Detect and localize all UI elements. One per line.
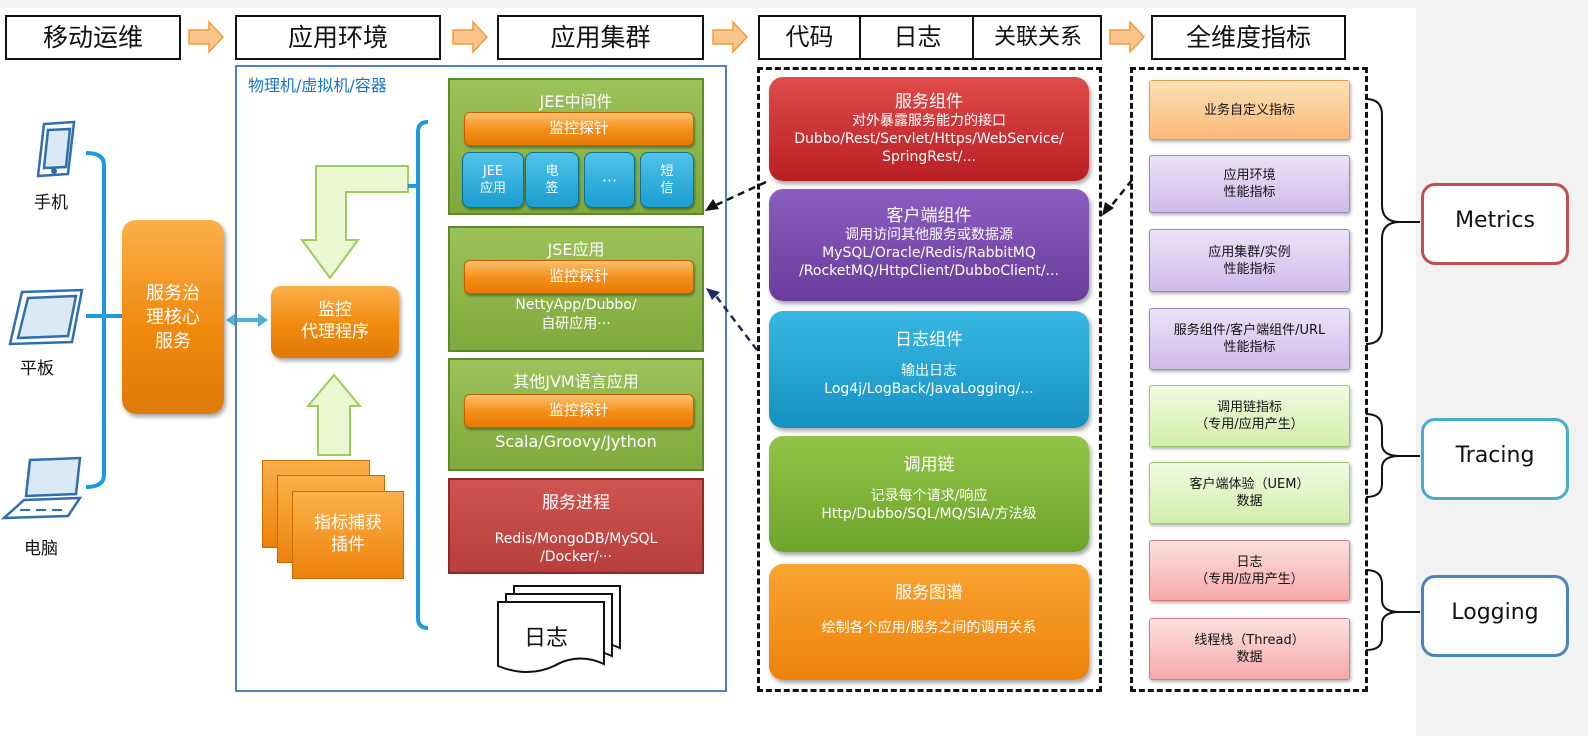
- env-title: 物理机/虚拟机/容器: [248, 76, 387, 95]
- category-tracing: Tracing: [1421, 418, 1569, 500]
- metric-log: 日志 （专用/应用产生）: [1149, 540, 1350, 601]
- log-document-icon: [497, 585, 621, 673]
- metric-app-cluster: 应用集群/实例 性能指标: [1149, 229, 1350, 292]
- component-service-title: 服务组件: [895, 92, 963, 112]
- category-metrics: Metrics: [1421, 183, 1569, 265]
- category-logging: Logging: [1421, 575, 1569, 657]
- component-client-title: 客户端组件: [886, 206, 972, 226]
- top-background-strip: [0, 0, 1588, 8]
- service-process-title: 服务进程: [542, 493, 610, 513]
- header-app-cluster: 应用集群: [497, 15, 704, 60]
- chip-sms: 短 信: [640, 152, 694, 208]
- brace-logging: [1365, 569, 1401, 651]
- component-service-desc: 对外暴露服务能力的接口 Dubbo/Rest/Servlet/Https/Web…: [794, 113, 1064, 165]
- connector-to-metrics: [1107, 179, 1133, 211]
- header-arrow-2: [452, 20, 489, 54]
- jvm-box: 其他JVM语言应用 监控探针 Scala/Groovy/Jython: [448, 358, 704, 471]
- metric-biz-custom: 业务自定义指标: [1149, 80, 1350, 140]
- jse-title: JSE应用: [547, 240, 605, 259]
- phone-icon: [36, 120, 76, 178]
- core-service-box: 服务治 理核心 服务: [122, 220, 224, 414]
- jee-probe: 监控探针: [464, 112, 694, 146]
- jse-desc: NettyApp/Dubbo/ 自研应用···: [515, 297, 637, 332]
- service-process-box: 服务进程 Redis/MongoDB/MySQL /Docker/···: [448, 478, 704, 574]
- header-arrow-4: [1109, 20, 1146, 54]
- device-label-tablet: 平板: [20, 359, 54, 379]
- device-label-pc: 电脑: [24, 539, 58, 559]
- metric-trace: 调用链指标 （专用/应用产生）: [1149, 385, 1350, 447]
- env-panel: [235, 65, 727, 692]
- metric-app-env: 应用环境 性能指标: [1149, 155, 1350, 213]
- header-code-log-relation: 代码 日志 关联关系: [758, 15, 1102, 60]
- env-arrows: [300, 120, 429, 630]
- chip-esign: 电 签: [525, 152, 579, 208]
- device-bracket: [85, 151, 268, 489]
- header-arrow-1: [188, 20, 225, 54]
- component-client: 客户端组件 调用访问其他服务或数据源 MySQL/Oracle/Redis/Ra…: [769, 189, 1089, 301]
- components-dashed-panel: [757, 67, 1102, 692]
- header-log: 日志: [859, 17, 974, 58]
- connector-to-jee: [715, 180, 767, 207]
- brace-metrics: [1365, 98, 1401, 345]
- component-graph-desc: 绘制各个应用/服务之间的调用关系: [821, 620, 1037, 636]
- service-process-desc: Redis/MongoDB/MySQL /Docker/···: [494, 531, 658, 565]
- bent-down-arrow: [300, 165, 409, 280]
- header-code: 代码: [785, 23, 834, 51]
- laptop-icon: [0, 456, 83, 520]
- category-braces: [1365, 98, 1420, 651]
- header-arrow-3: [712, 20, 749, 54]
- header-all-metrics: 全维度指标: [1151, 15, 1346, 60]
- component-trace-desc: 记录每个请求/响应 Http/Dubbo/SQL/MQ/SIA/方法级: [821, 488, 1037, 522]
- monitor-agent-box: 监控 代理程序: [271, 286, 399, 358]
- jvm-probe: 监控探针: [464, 394, 694, 428]
- chip-more: ···: [584, 152, 635, 208]
- device-icons: [0, 120, 84, 520]
- metrics-dashed-panel: [1130, 67, 1368, 692]
- tablet-icon: [8, 288, 84, 346]
- component-trace: 调用链 记录每个请求/响应 Http/Dubbo/SQL/MQ/SIA/方法级: [769, 436, 1089, 552]
- metric-thread: 线程栈（Thread） 数据: [1149, 618, 1350, 680]
- component-service: 服务组件 对外暴露服务能力的接口 Dubbo/Rest/Servlet/Http…: [769, 77, 1089, 181]
- up-arrow: [305, 373, 363, 456]
- component-client-desc: 调用访问其他服务或数据源 MySQL/Oracle/Redis/RabbitMQ…: [799, 227, 1059, 279]
- metric-uem: 客户端体验（UEM） 数据: [1149, 462, 1350, 524]
- connector-to-jse: [715, 295, 758, 351]
- jee-title: JEE中间件: [539, 92, 613, 111]
- component-graph-title: 服务图谱: [895, 583, 963, 603]
- jvm-desc: Scala/Groovy/Jython: [495, 432, 657, 451]
- component-log-title: 日志组件: [895, 330, 963, 350]
- header-arrows: [188, 20, 1146, 54]
- jse-box: JSE应用 监控探针 NettyApp/Dubbo/ 自研应用···: [448, 226, 704, 352]
- plugin-box: 指标捕获 插件: [292, 491, 404, 579]
- jvm-title: 其他JVM语言应用: [513, 372, 639, 391]
- brace-tracing: [1365, 413, 1401, 498]
- log-document-label: 日志: [524, 626, 569, 651]
- header-app-env: 应用环境: [235, 15, 441, 60]
- component-log: 日志组件 输出日志 Log4j/LogBack/JavaLogging/...: [769, 311, 1089, 428]
- jse-probe: 监控探针: [464, 260, 694, 294]
- component-graph: 服务图谱 绘制各个应用/服务之间的调用关系: [769, 564, 1089, 680]
- device-label-phone: 手机: [34, 193, 68, 213]
- component-log-desc: 输出日志 Log4j/LogBack/JavaLogging/...: [824, 363, 1034, 397]
- header-relation: 关联关系: [972, 17, 1102, 58]
- metric-component-url: 服务组件/客户端组件/URL 性能指标: [1149, 308, 1350, 370]
- component-trace-title: 调用链: [903, 455, 955, 475]
- header-mobile-ops: 移动运维: [5, 15, 181, 60]
- chip-jee-app: JEE 应用: [462, 152, 524, 208]
